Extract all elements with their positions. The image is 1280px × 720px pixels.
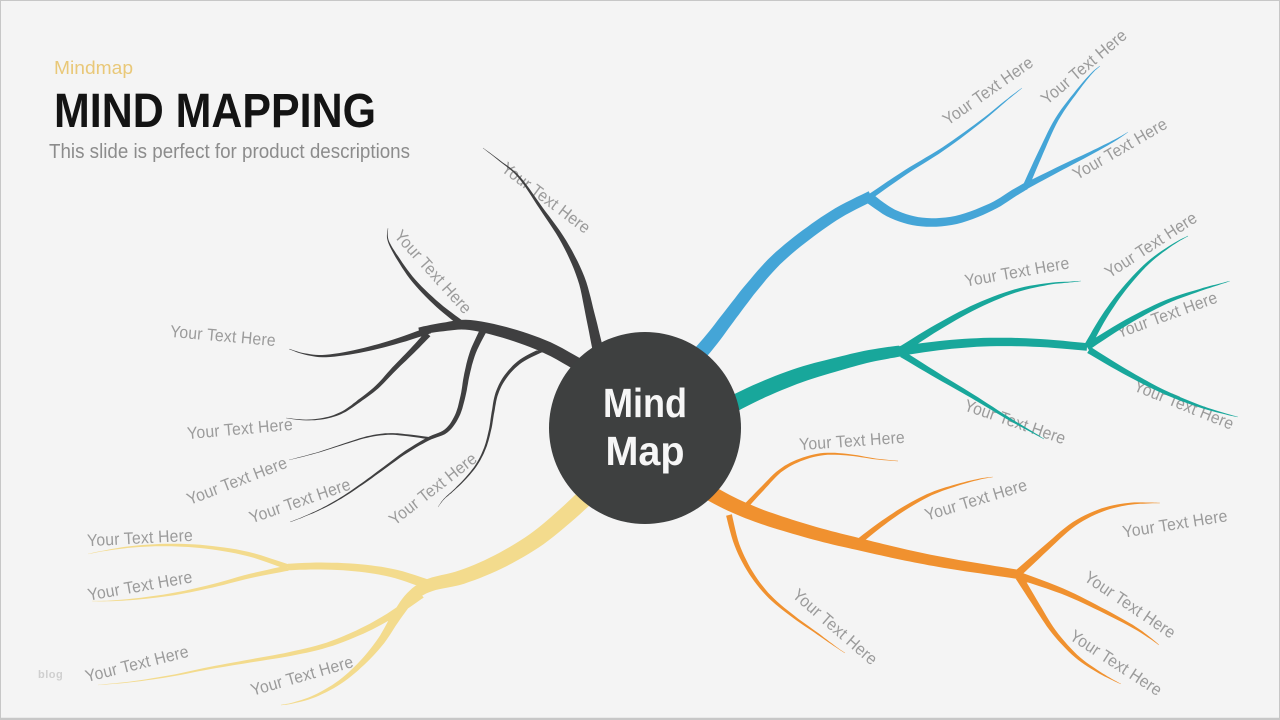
branch-teal bbox=[721, 235, 1238, 440]
watermark-text: blog bbox=[38, 669, 63, 681]
center-node-line2: Map bbox=[606, 428, 685, 474]
branch-blue bbox=[684, 65, 1129, 370]
center-node-line1: Mind bbox=[603, 380, 687, 426]
slide-subtitle[interactable]: This slide is perfect for product descri… bbox=[49, 141, 410, 163]
center-node[interactable] bbox=[549, 332, 741, 524]
branch-blue-lines bbox=[684, 65, 1129, 370]
header: Mindmap MIND MAPPING This slide is perfe… bbox=[49, 58, 410, 163]
branch-teal-lines bbox=[721, 235, 1238, 440]
eyebrow-text[interactable]: Mindmap bbox=[54, 58, 133, 78]
slide-title[interactable]: MIND MAPPING bbox=[54, 85, 376, 138]
